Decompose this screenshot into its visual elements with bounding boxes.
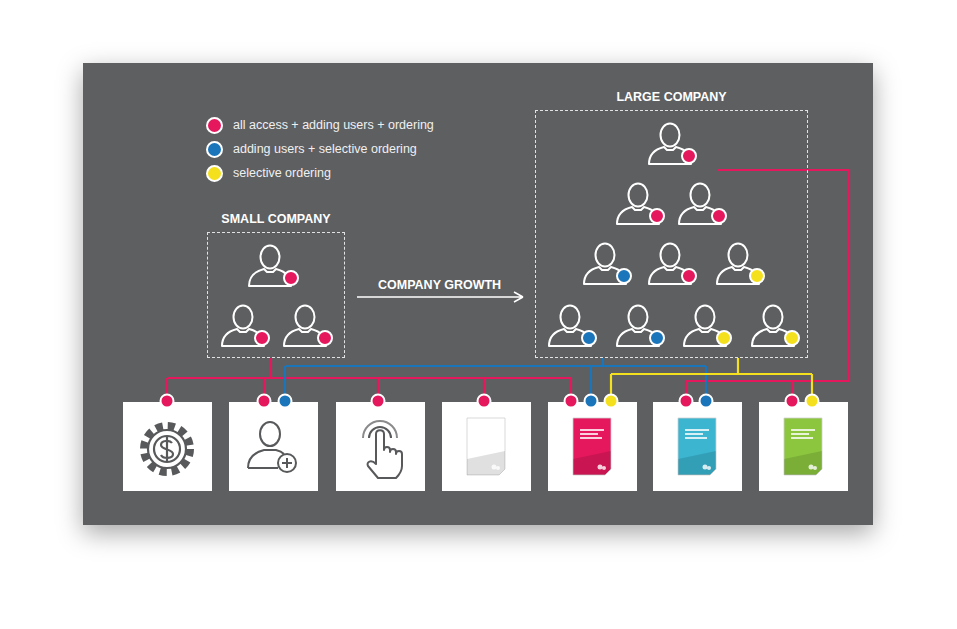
legend-swatch: [206, 141, 223, 158]
legend-text: selective ordering: [233, 166, 331, 180]
group-heading: SMALL COMPANY: [221, 212, 330, 226]
growth-arrow: [357, 292, 523, 302]
company-group: SMALL COMPANY: [207, 232, 345, 358]
legend-entry: all access + adding users + ordering: [206, 116, 434, 134]
legend-swatch: [206, 117, 223, 134]
legend-text: adding users + selective ordering: [233, 142, 417, 156]
arrow-label: COMPANY GROWTH: [376, 278, 503, 292]
legend-swatch: [206, 165, 223, 182]
group-heading: LARGE COMPANY: [616, 90, 726, 104]
legend-entry: adding users + selective ordering: [206, 140, 417, 158]
legend-entry: selective ordering: [206, 164, 331, 182]
legend-text: all access + adding users + ordering: [233, 118, 434, 132]
company-group: LARGE COMPANY: [535, 110, 808, 358]
